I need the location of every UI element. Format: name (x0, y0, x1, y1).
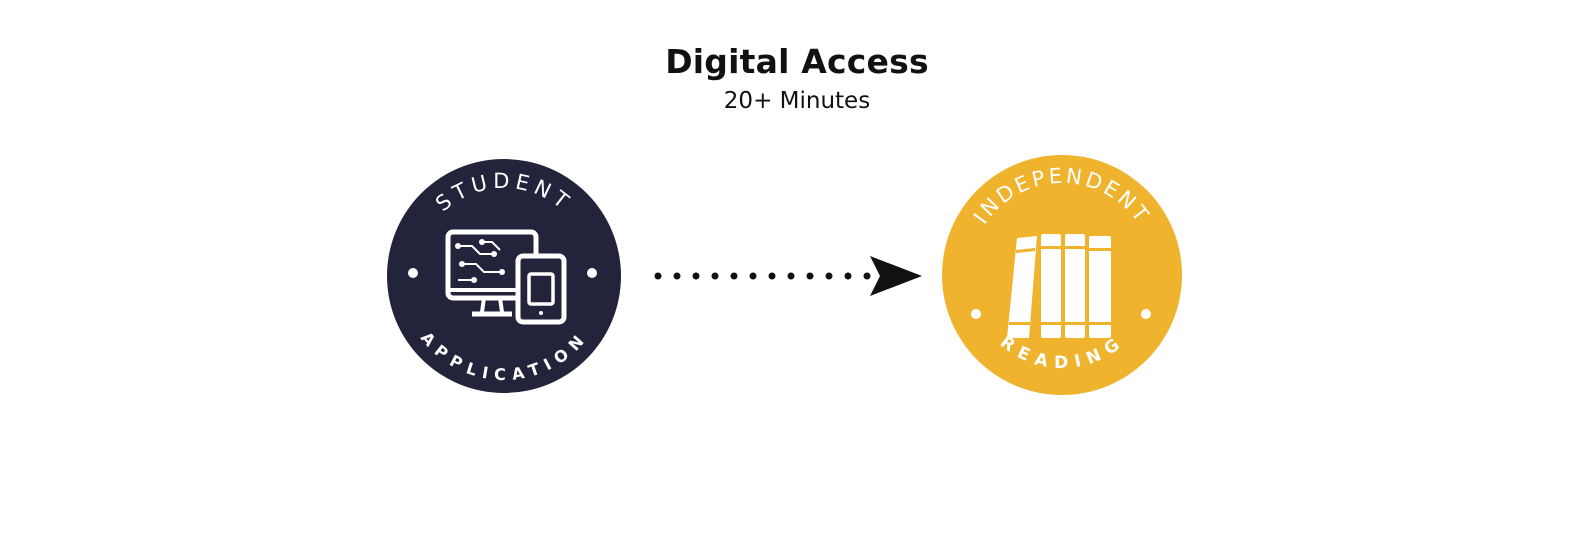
dotted-arrow-connector (654, 256, 922, 296)
student-badge-circle (387, 159, 621, 393)
reading-badge-circle (942, 155, 1182, 395)
badge-dot-right (587, 268, 597, 278)
arrowhead-icon (870, 256, 922, 296)
badge-dot-left (971, 309, 981, 319)
badge-dot-right (1141, 309, 1151, 319)
books-icon (1007, 234, 1111, 338)
independent-reading-badge: INDEPENDENT READING (942, 155, 1182, 395)
badge-dot-left (408, 268, 418, 278)
student-application-badge: STUDENT APPLICATION (387, 159, 621, 393)
diagram-subtitle: 20+ Minutes (723, 88, 871, 114)
devices-icon (445, 229, 567, 325)
connector-dots (654, 272, 871, 280)
diagram-title: Digital Access (665, 42, 929, 81)
